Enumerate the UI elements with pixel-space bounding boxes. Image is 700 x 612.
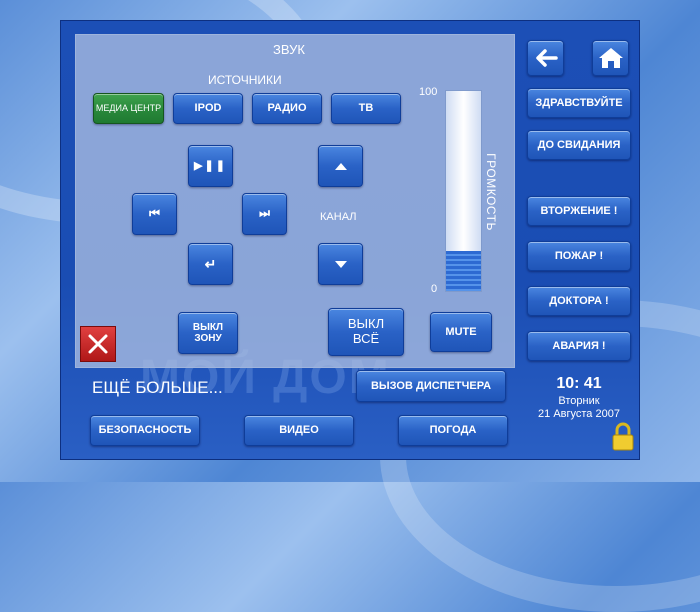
hello-button[interactable]: ЗДРАВСТВУЙТЕ: [527, 88, 631, 118]
all-off-button[interactable]: ВЫКЛ ВСЁ: [328, 308, 404, 356]
forward-button[interactable]: ⏭: [242, 193, 287, 235]
video-button[interactable]: ВИДЕО: [244, 415, 354, 446]
weather-button[interactable]: ПОГОДА: [398, 415, 508, 446]
volume-min-label: 0: [431, 283, 438, 295]
fire-button[interactable]: ПОЖАР !: [527, 241, 631, 271]
arrow-left-icon: [535, 49, 558, 67]
zone-off-line2: ЗОНУ: [194, 333, 222, 344]
clock-date: 21 Августа 2007: [538, 408, 620, 420]
intrusion-button[interactable]: ВТОРЖЕНИЕ !: [527, 196, 631, 226]
home-icon: [598, 48, 623, 68]
return-button[interactable]: ↵: [188, 243, 233, 285]
zone-off-line1: ВЫКЛ: [192, 321, 224, 333]
source-media-center-button[interactable]: МЕДИА ЦЕНТР: [93, 93, 164, 124]
home-button[interactable]: [592, 40, 629, 76]
channel-up-button[interactable]: [318, 145, 363, 187]
doctors-button[interactable]: ДОКТОРА !: [527, 286, 631, 316]
channel-label: КАНАЛ: [320, 211, 357, 223]
volume-slider[interactable]: [445, 90, 482, 292]
clock-time: 10: 41: [556, 375, 602, 392]
all-off-line1: ВЫКЛ: [347, 316, 385, 332]
return-icon: ↵: [204, 255, 217, 272]
rewind-button[interactable]: ⏮: [132, 193, 177, 235]
volume-fill: [446, 251, 481, 291]
arrow-up-icon: [334, 162, 347, 170]
source-radio-button[interactable]: РАДИО: [252, 93, 322, 124]
volume-label: ГРОМКОСТЬ: [484, 153, 498, 231]
emergency-button[interactable]: АВАРИЯ !: [527, 331, 631, 361]
more-label[interactable]: ЕЩЁ БОЛЬШЕ...: [92, 378, 223, 397]
play-pause-icon: ▶❚❚: [194, 159, 227, 172]
arrow-down-icon: [334, 260, 347, 268]
all-off-line2: ВСЁ: [352, 331, 380, 346]
close-icon: [88, 334, 108, 354]
security-button[interactable]: БЕЗОПАСНОСТЬ: [90, 415, 200, 446]
lock-icon: [612, 422, 634, 451]
sources-label: ИСТОЧНИКИ: [208, 73, 282, 87]
volume-max-label: 100: [419, 86, 438, 98]
dispatcher-button[interactable]: ВЫЗОВ ДИСПЕТЧЕРА: [356, 370, 506, 402]
close-button[interactable]: [80, 326, 116, 362]
rewind-icon: ⏮: [149, 206, 160, 221]
channel-down-button[interactable]: [318, 243, 363, 285]
source-tv-button[interactable]: ТВ: [331, 93, 401, 124]
sound-title: ЗВУК: [273, 42, 305, 57]
forward-icon: ⏭: [259, 206, 270, 221]
mute-button[interactable]: MUTE: [430, 312, 492, 352]
play-pause-button[interactable]: ▶❚❚: [188, 145, 233, 187]
clock-day: Вторник: [558, 395, 600, 407]
lock-button[interactable]: [610, 422, 636, 452]
source-ipod-button[interactable]: IPOD: [173, 93, 243, 124]
zone-off-button[interactable]: ВЫКЛ ЗОНУ: [178, 312, 238, 354]
goodbye-button[interactable]: ДО СВИДАНИЯ: [527, 130, 631, 160]
back-button[interactable]: [527, 40, 564, 76]
